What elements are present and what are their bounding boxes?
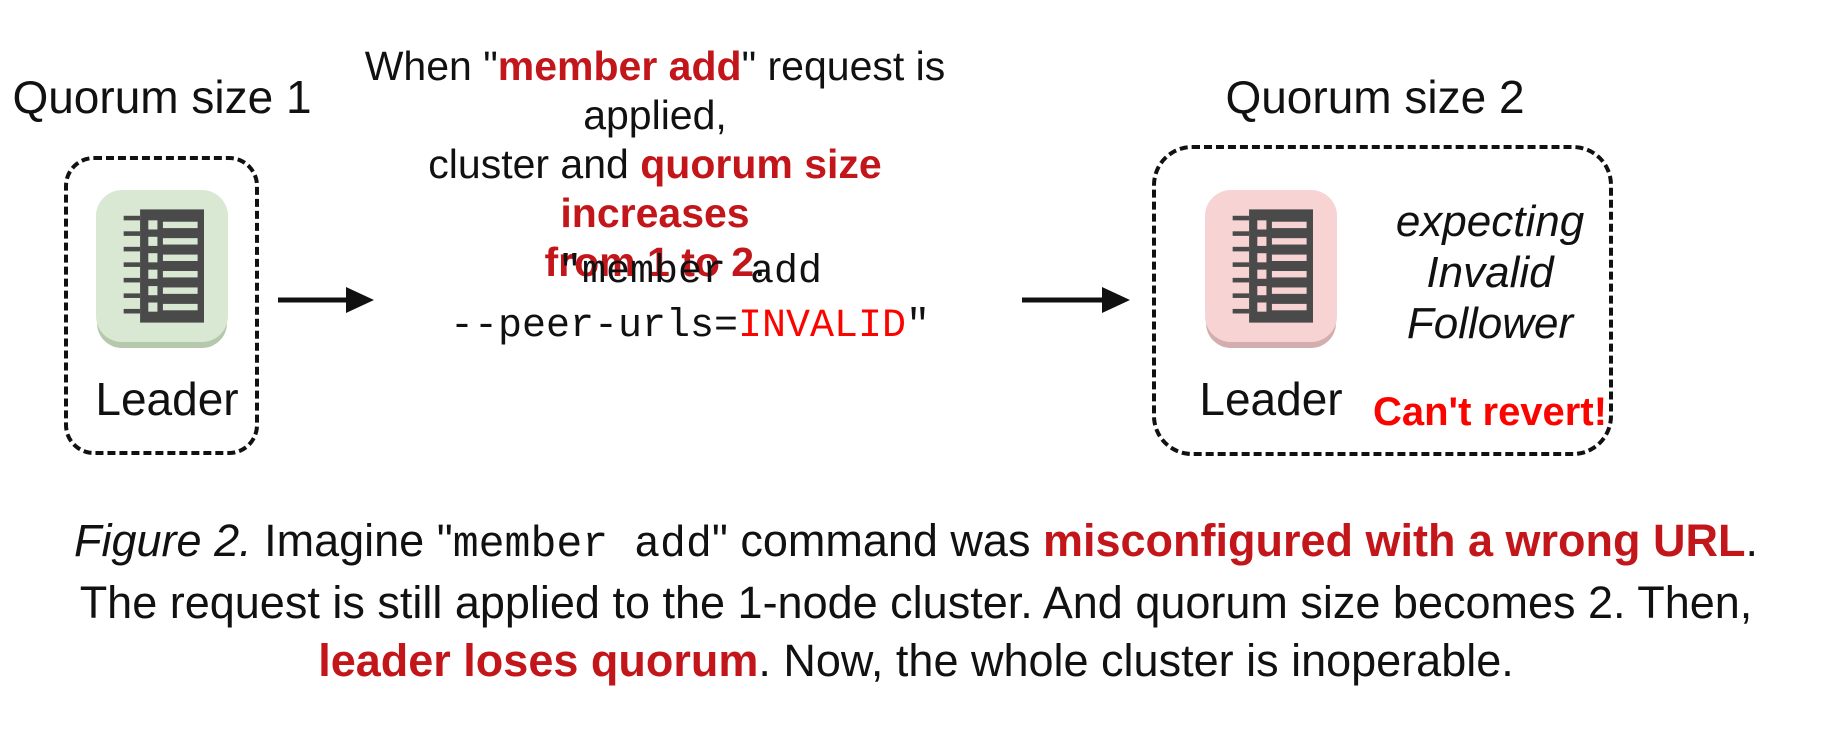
etcd-server-icon xyxy=(123,209,204,323)
arrow-right-icon xyxy=(278,287,374,313)
leader-node-green xyxy=(96,190,228,342)
heading-line3-highlight: from 1 to 2 xyxy=(544,239,755,285)
caption-line1-c: . xyxy=(1745,515,1758,566)
quorum-size-2-title: Quorum size 2 xyxy=(1225,71,1525,123)
command-line1: "member add xyxy=(557,250,823,295)
heading-line1-post: " request is applied, xyxy=(583,43,946,138)
arrow-right-icon xyxy=(1022,287,1130,313)
caption-loses-quorum-highlight: leader loses quorum xyxy=(318,635,759,686)
expecting-line3: Follower xyxy=(1406,299,1574,348)
etcd-server-icon xyxy=(1232,209,1313,323)
expecting-line2: Invalid xyxy=(1426,248,1554,297)
caption-misconfigured-highlight: misconfigured with a wrong URL xyxy=(1042,515,1746,566)
caption-line2: The request is still applied to the 1-no… xyxy=(79,577,1753,628)
caption-line1-a: Imagine " xyxy=(251,515,453,566)
heading-line1-pre: When " xyxy=(364,43,498,89)
member-add-command: "member add --peer-urls=INVALID" xyxy=(380,246,1000,354)
cant-revert-warning: Can't revert! xyxy=(1372,390,1608,434)
leader-node-pink xyxy=(1205,190,1337,342)
heading-line2-pre: cluster and xyxy=(428,141,641,187)
caption-member-add-code: member add xyxy=(452,520,712,569)
heading-line3-post: . xyxy=(754,239,766,285)
caption-line3-a: . Now, the whole cluster is inoperable. xyxy=(758,635,1514,686)
expecting-line1: expecting xyxy=(1395,197,1585,246)
command-line2-pre: --peer-urls= xyxy=(449,304,738,349)
caption-line1-b: " command was xyxy=(711,515,1043,566)
leader-label-right: Leader xyxy=(1199,373,1343,425)
command-invalid-value: INVALID xyxy=(738,304,907,349)
quorum-size-1-title: Quorum size 1 xyxy=(12,71,312,123)
heading-line2-highlight: quorum size increases xyxy=(560,141,882,236)
command-line2-post: " xyxy=(906,304,931,349)
figure-number: Figure 2. xyxy=(74,515,252,566)
leader-label-left: Leader xyxy=(95,373,239,425)
member-add-explanation: When "member add" request is applied, cl… xyxy=(330,42,980,287)
heading-line1-highlight: member add xyxy=(497,43,742,89)
expecting-invalid-follower-note: expecting Invalid Follower xyxy=(1345,196,1635,349)
figure-caption: Figure 2. Imagine "member add" command w… xyxy=(0,512,1832,690)
